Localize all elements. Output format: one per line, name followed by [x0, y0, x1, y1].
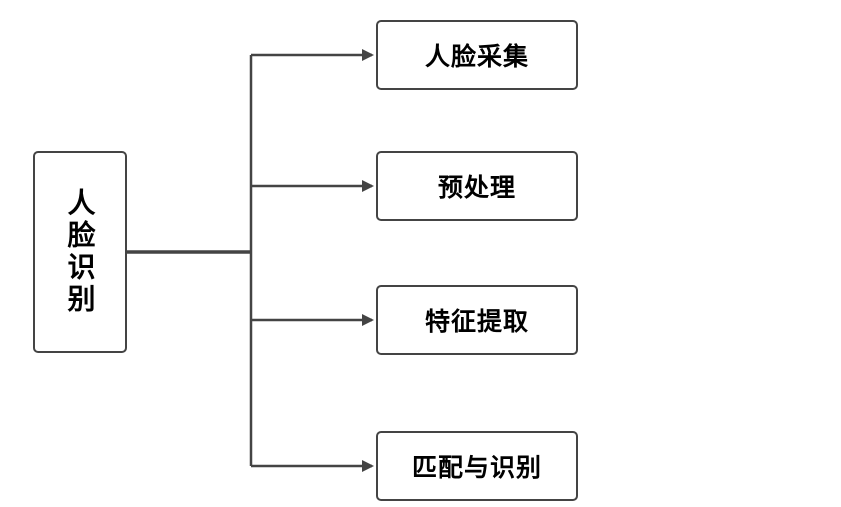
node-label: 人脸采集	[424, 42, 529, 71]
node-feature-extraction: 特征提取	[376, 285, 578, 355]
node-label: 匹配与识别	[411, 453, 542, 482]
node-face-capture: 人脸采集	[376, 20, 578, 90]
node-matching-recognition: 匹配与识别	[376, 431, 578, 501]
node-label: 特征提取	[424, 307, 529, 336]
node-label: 预处理	[437, 173, 516, 202]
root-node: 人脸识别	[33, 151, 127, 353]
root-label: 人脸识别	[63, 188, 97, 316]
node-preprocessing: 预处理	[376, 151, 578, 221]
